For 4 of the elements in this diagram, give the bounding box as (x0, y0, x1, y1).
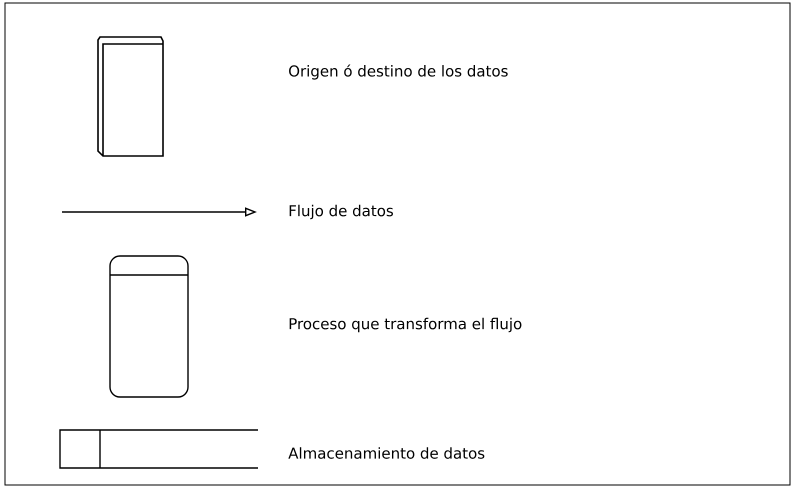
legend-label: Origen ó destino de los datos (289, 64, 508, 80)
legend-label: Almacenamiento de datos (288, 447, 484, 459)
legend-label: Flujo de datos (290, 204, 393, 220)
legend-label: Proceso que transforma el flujo (290, 318, 522, 332)
